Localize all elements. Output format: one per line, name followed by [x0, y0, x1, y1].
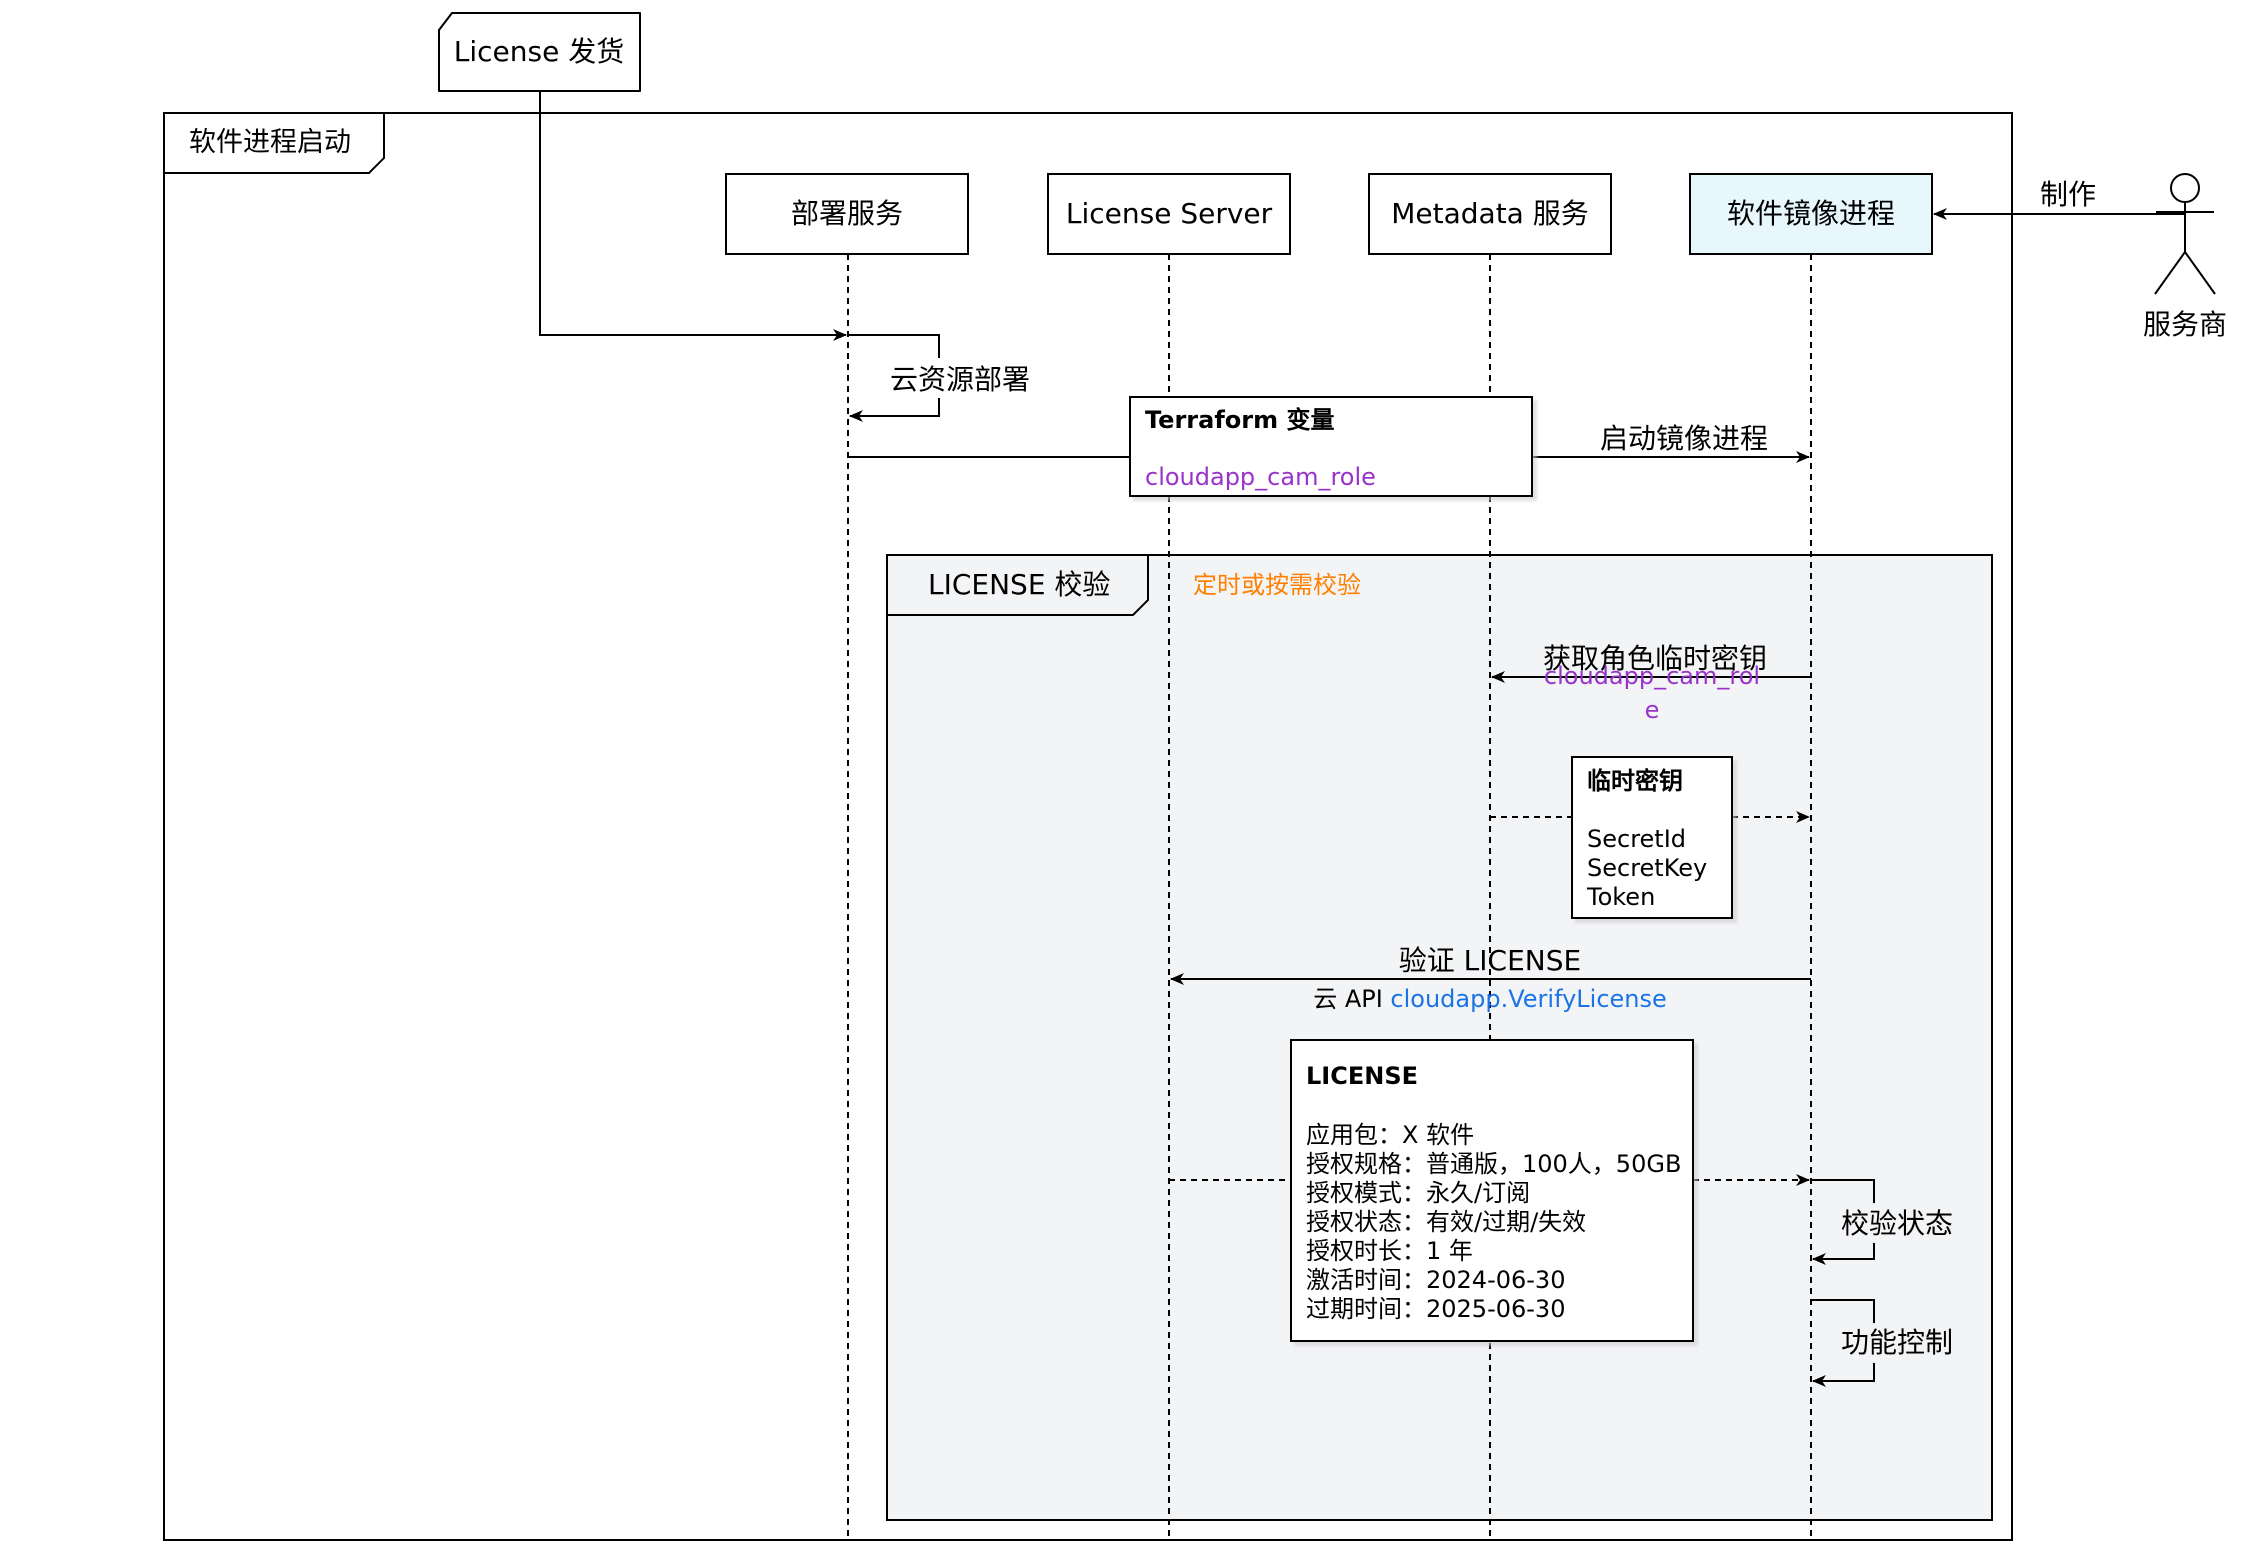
license-frame-condition: 定时或按需校验: [1193, 571, 1361, 599]
temp-key-note-line: Token: [1586, 883, 1655, 911]
participant-license-server-label: License Server: [1066, 197, 1273, 230]
actor-service-provider: [2154, 173, 2216, 295]
participant-deploy-service: 部署服务: [725, 173, 969, 255]
get-temp-key-sublabel-2: e: [1645, 696, 1660, 724]
license-delivery-label: License 发货: [454, 35, 624, 68]
license-note: LICENSE 应用包：X 软件 授权规格：普通版，100人，50GB 授权模式…: [1290, 1039, 1694, 1342]
verify-license-api-name: cloudapp.VerifyLicense: [1390, 985, 1666, 1013]
terraform-note-value: cloudapp_cam_role: [1145, 463, 1376, 491]
get-temp-key-sublabel-1: cloudapp_cam_rol: [1544, 662, 1760, 690]
license-note-line: 激活时间：2024-06-30: [1306, 1266, 1565, 1294]
participant-metadata-label: Metadata 服务: [1391, 197, 1589, 230]
actor-make-label: 制作: [2040, 178, 2096, 211]
check-status-label: 校验状态: [1841, 1207, 1953, 1240]
temp-key-note-title: 临时密钥: [1587, 767, 1683, 795]
feature-control-label: 功能控制: [1841, 1326, 1953, 1359]
terraform-note: Terraform 变量 cloudapp_cam_role: [1129, 396, 1533, 497]
actor-label: 服务商: [2143, 308, 2227, 341]
verify-license-api: 云 API cloudapp.VerifyLicense: [1313, 985, 1667, 1013]
license-note-title: LICENSE: [1306, 1062, 1418, 1090]
get-temp-key-label: 获取角色临时密钥: [1543, 642, 1767, 675]
license-frame-label: LICENSE 校验: [928, 568, 1110, 601]
license-note-line: 应用包：X 软件: [1306, 1121, 1474, 1149]
participant-deploy-label: 部署服务: [791, 197, 903, 230]
license-note-line: 过期时间：2025-06-30: [1306, 1295, 1565, 1323]
temp-key-note-line: SecretKey: [1587, 854, 1707, 882]
cloud-deploy-label: 云资源部署: [890, 363, 1030, 396]
temp-key-note-line: SecretId: [1587, 825, 1686, 853]
start-image-label: 启动镜像进程: [1600, 422, 1768, 455]
license-note-line: 授权时长：1 年: [1306, 1237, 1473, 1265]
outer-frame-label: 软件进程启动: [189, 127, 351, 158]
actor-head-icon: [2170, 173, 2200, 203]
participant-image-process-label: 软件镜像进程: [1727, 197, 1895, 230]
license-note-line: 授权状态：有效/过期/失效: [1306, 1208, 1586, 1236]
participant-license-server: License Server: [1047, 173, 1291, 255]
verify-license-api-prefix: 云 API: [1313, 985, 1390, 1013]
license-note-line: 授权规格：普通版，100人，50GB: [1306, 1150, 1681, 1178]
license-note-line: 授权模式：永久/订阅: [1306, 1179, 1530, 1207]
license-delivery-note: License 发货: [438, 12, 847, 341]
temp-key-note: 临时密钥 SecretId SecretKey Token: [1571, 756, 1733, 919]
participant-metadata-service: Metadata 服务: [1368, 173, 1612, 255]
terraform-note-title: Terraform 变量: [1145, 406, 1334, 434]
license-check-frame: LICENSE 校验 定时或按需校验: [886, 554, 1993, 1521]
participant-image-process: 软件镜像进程: [1689, 173, 1933, 255]
verify-license-label: 验证 LICENSE: [1399, 944, 1581, 977]
license-delivery-arrow: [539, 91, 847, 341]
